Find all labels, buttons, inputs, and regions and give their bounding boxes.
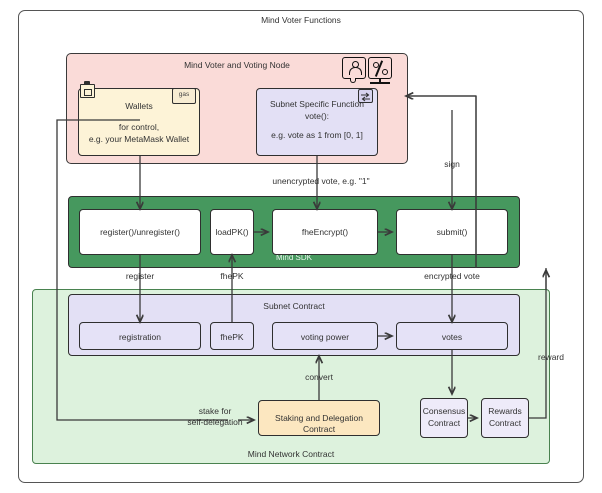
mind-voter-node-title: Mind Voter and Voting Node: [184, 60, 290, 70]
subnet-contract-title: Subnet Contract: [263, 301, 325, 311]
percent-dot-bottom: [382, 69, 388, 75]
subnet-specific-function-title: Subnet Specific Function vote():: [269, 99, 365, 122]
percent-monitor-icon: [368, 57, 392, 79]
sdk-box-submit-label: submit(): [436, 227, 468, 237]
subnet-box-votes-label: votes: [441, 332, 463, 342]
staking-delegation-contract-label: Staking and Delegation Contract: [275, 413, 363, 435]
edge-label-register: register: [125, 271, 155, 281]
edge-label-encrypted-vote: encrypted vote: [424, 271, 480, 281]
subnet-box-fhepk-label: fhePK: [220, 332, 244, 342]
subnet-box-voting-power-label: voting power: [300, 332, 350, 342]
edge-label-sign: sign: [444, 159, 460, 169]
subnet-box-voting-power: [272, 322, 378, 350]
consensus-contract-box: [420, 398, 468, 438]
subnet-box-registration-label: registration: [118, 332, 162, 342]
note-clip-icon: [84, 81, 90, 85]
rewards-contract-box: [481, 398, 529, 438]
note-icon: [80, 84, 95, 98]
sdk-box-register-label: register()/unregister(): [100, 227, 180, 237]
wallets-title: Wallets: [125, 101, 153, 111]
subnet-specific-function-box: [256, 88, 378, 156]
edge-label-unencrypted-vote: unencrypted vote, e.g. "1": [272, 176, 370, 186]
monitor-stand-icon: [379, 79, 381, 83]
consensus-contract-label: Consensus Contract: [422, 406, 466, 429]
edge-label-convert: convert: [305, 372, 333, 382]
mind-network-contract-title: Mind Network Contract: [247, 449, 335, 459]
subnet-box-votes: [396, 322, 508, 350]
swap-icon: [358, 89, 373, 103]
swap-icon-glyph: [361, 92, 370, 102]
diagram-title: Mind Voter Functions: [261, 15, 341, 25]
edge-label-stake: stake for self-delegation: [187, 406, 243, 428]
staking-delegation-contract-box: [258, 400, 380, 436]
edge-label-reward: reward: [538, 352, 564, 362]
gas-badge-label: gas: [178, 91, 190, 98]
sdk-box-fheencrypt-label: fheEncrypt(): [301, 227, 349, 237]
subnet-specific-function-subtitle: e.g. vote as 1 from [0, 1]: [271, 130, 363, 140]
user-body-shape: [348, 67, 362, 75]
mind-sdk-title: Mind SDK: [275, 253, 312, 262]
sdk-box-fheencrypt: [272, 209, 378, 255]
gas-badge: [172, 88, 196, 104]
user-speech-tail-icon: [350, 78, 356, 83]
edge-label-fhepk: fhePK: [220, 271, 244, 281]
user-speech-icon: [342, 57, 366, 79]
rewards-contract-label: Rewards Contract: [488, 406, 522, 429]
sdk-box-loadpk-label: loadPK(): [215, 227, 249, 237]
wallets-subtitle: for control, e.g. your MetaMask Wallet: [88, 122, 190, 145]
monitor-base-icon: [370, 82, 390, 84]
